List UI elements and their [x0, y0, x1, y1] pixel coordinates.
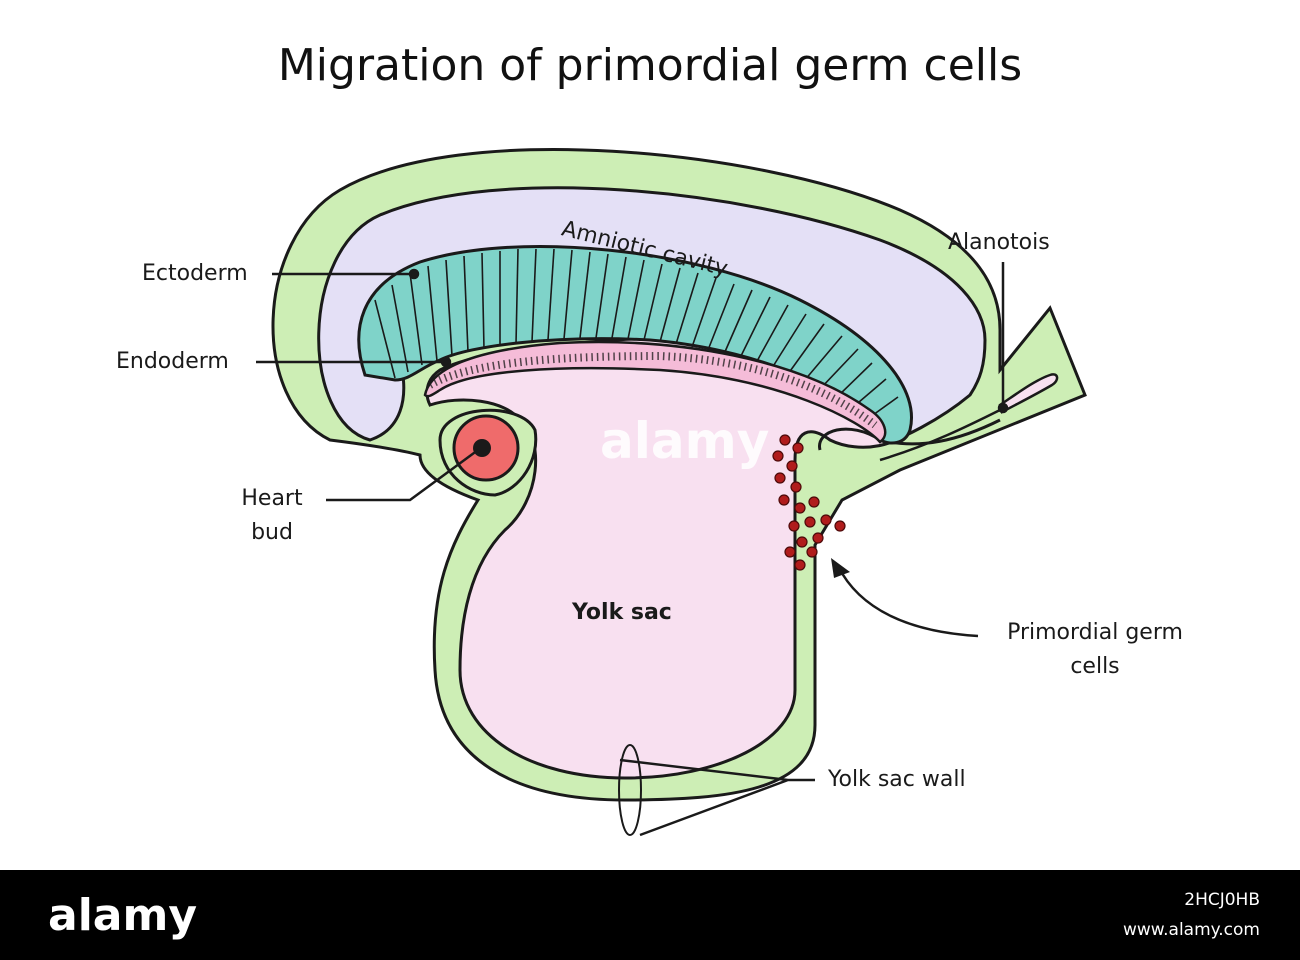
yolk-sac-wall-label: Yolk sac wall	[828, 767, 966, 792]
heart-bud-leader	[326, 448, 479, 502]
endoderm-leader-dot	[440, 356, 452, 368]
primordial-germ-cells-label: Primordial germ cells	[985, 616, 1205, 684]
connecting-stalk-endoderm	[879, 408, 1001, 462]
diagram-title: Migration of primordial germ cells	[277, 40, 1023, 91]
endoderm-label: Endoderm	[116, 349, 229, 374]
heart-bud-label-line1: Heart	[241, 486, 303, 511]
yolk-wall-leader	[619, 758, 815, 837]
diagram-watermark: alamy	[600, 412, 769, 470]
ectoderm-label: Ectoderm	[142, 261, 248, 286]
pgc-label-line1: Primordial germ	[1007, 620, 1183, 645]
heart-bud-core	[473, 439, 491, 457]
yolk-sac-label: Yolk sac	[572, 600, 672, 625]
footer-image-id: 2HCJ0HB	[1184, 890, 1260, 910]
footer-brand-logo: alamy	[48, 890, 197, 941]
ectoderm-leader-dot	[408, 268, 420, 280]
footer-site-url: www.alamy.com	[1122, 920, 1260, 940]
alanotois-label: Alanotois	[948, 230, 1050, 255]
allantois	[998, 373, 1059, 414]
watermark-footer: alamy 2HCJ0HB www.alamy.com	[0, 870, 1300, 960]
pgc-arrow	[836, 565, 979, 638]
embryo-diagram: alamy	[256, 148, 1087, 837]
alanotois-leader-dot	[997, 402, 1009, 414]
endoderm-layer	[423, 340, 887, 444]
pgc-arrow-head	[831, 558, 850, 578]
primordial-germ-cell-cluster	[772, 434, 846, 571]
yolk-sac-wall-marker	[618, 744, 642, 836]
heart-bud-label-line2: bud	[251, 520, 293, 545]
pgc-label-line2: cells	[1070, 654, 1120, 679]
heart-bud-label: Heart bud	[226, 482, 318, 550]
